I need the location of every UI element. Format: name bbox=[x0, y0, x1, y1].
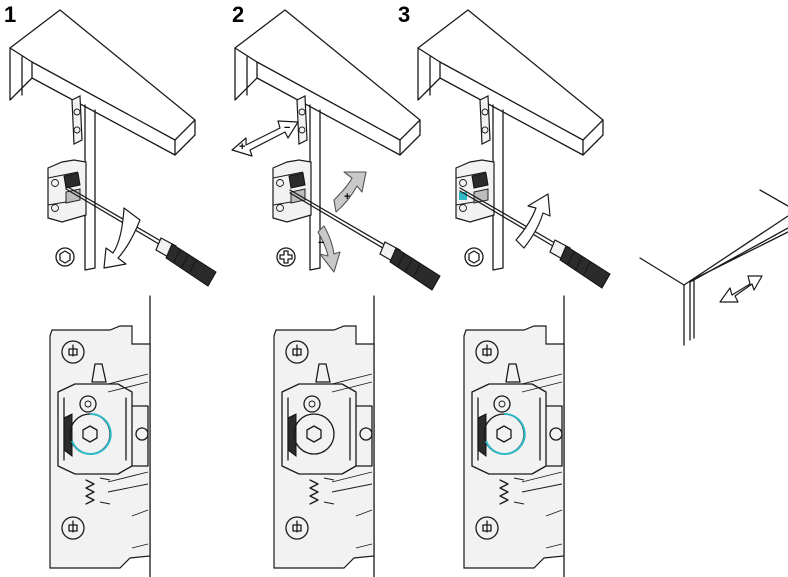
adjust-highlight bbox=[71, 412, 112, 455]
screwdriver-icon bbox=[65, 185, 217, 287]
screwdriver-icon bbox=[289, 189, 441, 291]
phillips-screw-icon bbox=[276, 247, 296, 267]
rotate-arrow-icon-lower bbox=[317, 225, 341, 273]
step-3: 3 bbox=[398, 2, 611, 577]
plus-sign-horizontal: + bbox=[239, 141, 245, 153]
hinge-icon bbox=[49, 295, 151, 577]
rotate-arrow-icon bbox=[515, 193, 551, 249]
step-2: 2 + − + − bbox=[231, 2, 441, 577]
cabinet-hinge-view-1 bbox=[9, 9, 196, 271]
adjust-highlight-dot bbox=[459, 192, 467, 200]
hex-screw-icon bbox=[464, 247, 484, 267]
step-number-3: 3 bbox=[398, 2, 410, 27]
rotate-arrow-icon bbox=[103, 207, 141, 269]
plus-sign-rotate: + bbox=[344, 191, 350, 203]
rotate-arrow-icon bbox=[333, 171, 367, 213]
hinge-icon bbox=[273, 295, 375, 577]
step-number-2: 2 bbox=[232, 2, 244, 27]
door-corner-detail bbox=[639, 189, 788, 346]
hinge-icon bbox=[463, 295, 565, 577]
step-1: 1 bbox=[4, 2, 217, 577]
hex-screw-icon bbox=[55, 247, 75, 267]
double-arrow-icon bbox=[231, 120, 299, 157]
step-number-1: 1 bbox=[4, 2, 16, 27]
minus-sign-horizontal: − bbox=[284, 122, 290, 134]
cabinet-hinge-view-3 bbox=[417, 9, 604, 271]
double-arrow-icon bbox=[719, 275, 763, 303]
minus-sign-rotate: − bbox=[318, 237, 324, 249]
adjust-highlight bbox=[485, 412, 526, 455]
